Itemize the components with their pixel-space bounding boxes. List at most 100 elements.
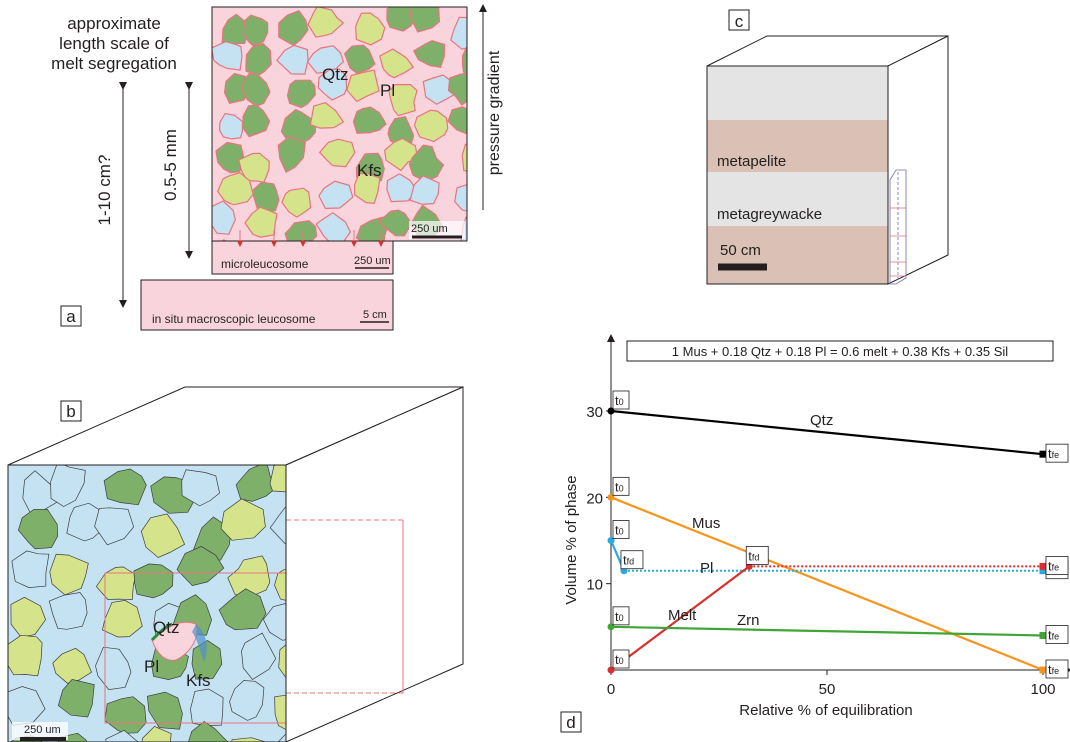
mineral-grain — [212, 200, 236, 235]
mineral-grain — [229, 680, 265, 721]
panel-d: 1 Mus + 0.18 Qtz + 0.18 Pl = 0.6 melt + … — [560, 334, 1070, 733]
mineral-grain — [95, 566, 137, 600]
sample-column — [889, 169, 907, 285]
mineral-grain — [8, 634, 43, 677]
mineral-grain — [388, 84, 418, 117]
mineral-grain — [317, 68, 348, 101]
mineral-grain — [103, 468, 147, 506]
y-tick-label: 30 — [586, 404, 603, 421]
thin-section-scale-label: 250 um — [411, 223, 448, 235]
mineral-grain — [352, 106, 387, 134]
t0-label-pl: t0 — [615, 523, 624, 538]
mineral-grain — [461, 46, 467, 76]
mineral-grain — [408, 7, 441, 33]
t0-label-melt: t0 — [615, 652, 624, 667]
mineral-grain — [66, 502, 109, 542]
mineral-grain — [94, 507, 135, 546]
tfd-label-pl: tfd — [623, 553, 634, 568]
kfs-rim — [192, 624, 207, 662]
mineral-grain — [133, 563, 174, 599]
mineral-grain — [262, 603, 286, 641]
mineral-grain — [188, 721, 228, 742]
x-tick-label: 100 — [1030, 681, 1055, 698]
t0-label-melt-box — [612, 649, 630, 669]
mineral-grain — [318, 180, 354, 210]
mineral-grain — [277, 733, 286, 742]
label-metapelite: metapelite — [717, 153, 786, 170]
series-label-pl: Pl — [700, 560, 713, 577]
macro-leucosome-box — [140, 279, 394, 331]
panel-b-letter: b — [66, 402, 75, 421]
panel-c-letter: c — [735, 12, 744, 31]
mineral-grain — [10, 596, 46, 638]
series-label-melt: Melt — [668, 607, 697, 624]
series-label-mus: Mus — [692, 515, 720, 532]
t0-label-qtz: t0 — [615, 393, 624, 408]
inner-range-label: 0.5-5 mm — [161, 129, 180, 201]
mineral-grain — [95, 646, 132, 690]
mineral-grain — [241, 632, 277, 680]
panel-c: c metapelite metagreywacke 50 cm — [706, 9, 949, 285]
panel-b: b Qtz Pl Kfs 250 um — [7, 386, 464, 742]
mineral-grain — [11, 550, 50, 588]
mineral-grain — [278, 9, 309, 47]
macro-scale-label: 5 cm — [363, 309, 387, 321]
mineral-grain — [377, 209, 413, 237]
panel-c-scale-label: 50 cm — [720, 242, 761, 259]
panel-a: approximate length scale of melt segrega… — [51, 4, 503, 331]
mineral-grain — [284, 220, 318, 241]
layer-metapelite — [707, 120, 888, 172]
tfd-label-pl-box — [620, 550, 644, 570]
mineral-grain — [318, 138, 356, 168]
mineral-grain — [221, 13, 248, 45]
series-line-qtz — [610, 409, 1044, 456]
mineral-grain — [244, 206, 278, 238]
mineral-grain — [241, 72, 271, 107]
mineral-grain — [50, 465, 86, 507]
mineral-grain — [212, 40, 243, 71]
t0-label-zrn: t0 — [615, 609, 624, 624]
series-endpoint-pl — [1039, 567, 1047, 575]
mineral-grain — [454, 183, 467, 212]
mineral-grain — [235, 465, 277, 502]
mineral-grain — [412, 39, 446, 68]
t0-label-mus-box — [612, 476, 630, 496]
mineral-grain — [217, 172, 254, 206]
t0-label-pl-box — [612, 520, 630, 539]
mineral-grain — [181, 469, 220, 507]
mineral-grain — [245, 42, 272, 76]
mineral-grain — [215, 141, 246, 174]
mineral-grain — [281, 187, 312, 218]
grain-layer-b — [8, 465, 286, 742]
mineral-grain — [278, 644, 286, 679]
thin-section-b — [8, 465, 286, 742]
pl-rim — [150, 622, 173, 642]
x-tick-label: 0 — [607, 681, 615, 698]
mineral-grain — [238, 152, 270, 184]
mineral-grain — [386, 173, 418, 203]
mineral-grain — [105, 729, 139, 742]
mineral-label-kfs-b: Kfs — [186, 671, 211, 690]
projection-frame-b — [286, 519, 404, 694]
mineral-grain — [269, 505, 286, 544]
mineral-grain — [277, 136, 306, 173]
y-tick-label: 10 — [586, 577, 603, 594]
mineral-grain — [147, 691, 183, 730]
microleucosome-label: microleucosome — [221, 257, 309, 271]
series-endpoint-melt — [1039, 562, 1047, 570]
x-tick-label: 50 — [819, 681, 836, 698]
t0-label-qtz-box — [612, 390, 630, 410]
block-c-side — [887, 35, 949, 285]
outer-range-label: 1-10 cm? — [95, 155, 114, 226]
panel-a-scale-label-3: melt segregation — [51, 54, 177, 73]
t0-label-mus: t0 — [615, 479, 624, 494]
mineral-grain — [353, 172, 381, 205]
chart-plot-area: 102030050100Qtzt0tfeMust0tfePlt0tfetfdMe… — [586, 390, 1069, 698]
layer-1 — [707, 66, 888, 120]
mineral-grain — [394, 250, 422, 276]
mineral-grain — [384, 137, 419, 172]
mineral-grain — [48, 592, 88, 630]
zoom-rectangle-b — [104, 572, 286, 724]
layer-4 — [707, 226, 888, 284]
mineral-grain — [379, 48, 415, 79]
